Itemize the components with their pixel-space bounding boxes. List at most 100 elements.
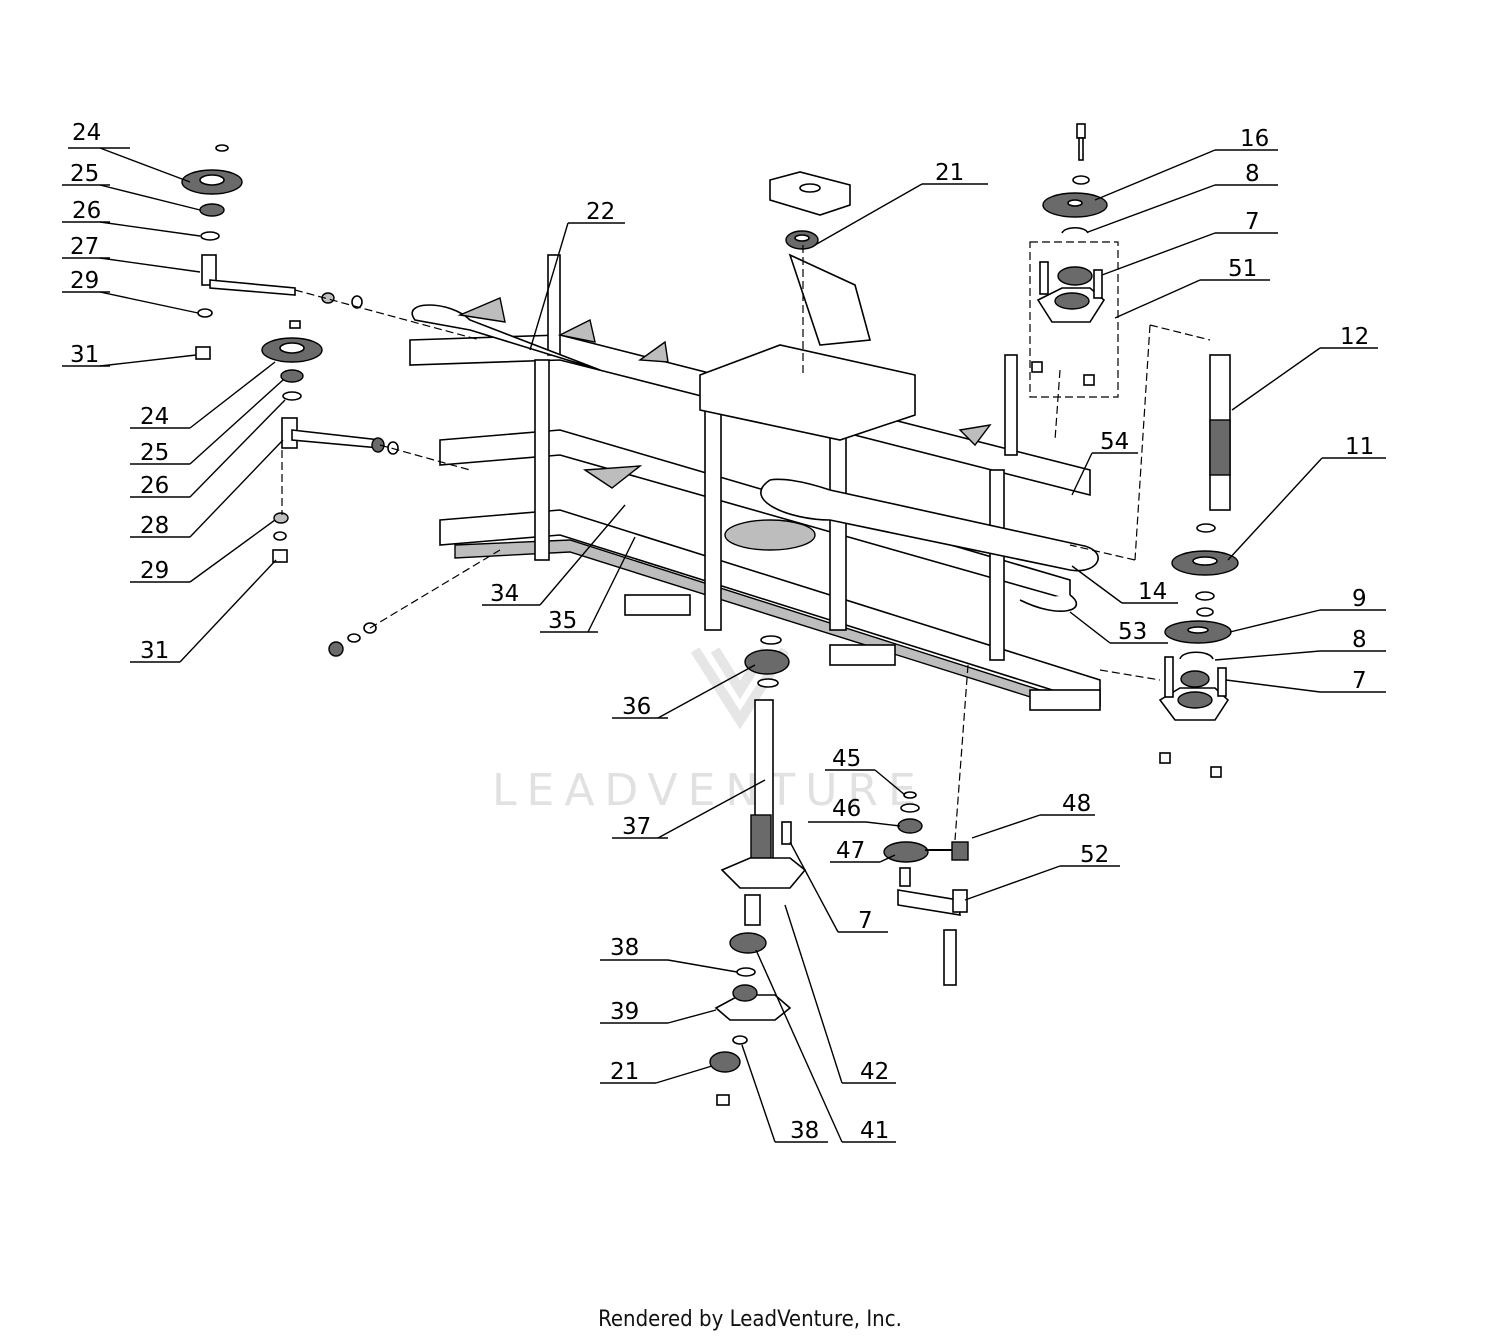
callout-number: 8 [1352,627,1367,653]
callout-38-lower: 38 [741,1044,828,1144]
callout-14: 14 [1071,565,1178,605]
callout-number: 8 [1245,161,1260,187]
callout-number: 21 [935,160,964,186]
callout-21-upper: 21 [814,160,988,246]
callout-number: 7 [1352,668,1367,694]
watermark-text: LEADVENTURE [492,765,926,816]
callout-48: 48 [971,791,1095,839]
callout-number: 16 [1240,126,1269,152]
callout-number: 29 [140,558,169,584]
callout-number: 11 [1345,434,1374,460]
callout-number: 38 [610,935,639,961]
callout-29-lower: 29 [130,519,276,584]
callout-45: 45 [825,746,906,796]
callout-41: 41 [755,949,896,1144]
callout-number: 27 [70,234,99,260]
footer-credit: Rendered by LeadVenture, Inc. [598,1307,902,1332]
callout-53: 53 [1069,611,1168,645]
callout-38-upper: 38 [600,935,738,973]
callout-number: 7 [858,908,873,934]
watermark: LEADVENTURE [492,647,926,816]
callout-29-upper: 29 [62,268,199,314]
callout-26-upper: 26 [62,198,201,237]
callout-number: 26 [72,198,101,224]
bearing-icon [199,203,225,217]
callout-25-lower: 25 [130,379,284,466]
callout-number: 46 [832,796,861,822]
callout-35: 35 [540,536,636,634]
callout-39: 39 [600,999,717,1025]
callout-number: 14 [1138,579,1167,605]
callout-52: 52 [964,842,1120,901]
callout-number: 22 [586,199,615,225]
callout-number: 39 [610,999,639,1025]
callout-26-lower: 26 [130,399,286,499]
callout-number: 31 [70,342,99,368]
callout-number: 29 [70,268,99,294]
callout-24-upper: 24 [68,120,191,183]
callout-number: 31 [140,638,169,664]
callouts: 24 25 26 27 29 31 [62,120,1386,1144]
callout-number: 36 [622,694,651,720]
callout-number: 54 [1100,429,1129,455]
callout-number: 24 [140,404,169,430]
callout-number: 37 [622,814,651,840]
callout-54: 54 [1071,429,1138,496]
callout-number: 34 [490,581,519,607]
crank-arm-assembly [883,791,969,986]
callout-46: 46 [808,796,901,827]
callout-number: 48 [1062,791,1091,817]
callout-31-upper: 31 [62,342,197,368]
callout-number: 24 [72,120,101,146]
callout-11: 11 [1227,434,1386,561]
callout-7-lower: 7 [1225,668,1386,694]
callout-7-upper: 7 [1101,209,1278,276]
callout-number: 7 [1245,209,1260,235]
callout-number: 26 [140,473,169,499]
right-drive-shaft-assembly [1158,354,1239,778]
callout-21-lower: 21 [600,1059,713,1085]
main-frame-assembly [409,253,1101,711]
callout-8-upper: 8 [1087,161,1278,233]
callout-9: 9 [1229,586,1386,633]
callout-8-lower: 8 [1214,627,1386,661]
center-top-bearing [769,171,851,250]
callout-34: 34 [482,504,626,607]
callout-number: 12 [1340,324,1369,350]
callout-number: 41 [860,1118,889,1144]
callout-37: 37 [612,779,766,840]
center-lower-shaft-assembly [709,635,807,1106]
callout-27: 27 [62,234,201,273]
callout-number: 45 [832,746,861,772]
callout-number: 35 [548,608,577,634]
left-lower-drive-assembly [261,320,399,657]
callout-number: 53 [1118,619,1147,645]
callout-25-upper: 25 [62,161,201,211]
callout-24-lower: 24 [130,361,276,430]
callout-22: 22 [529,199,625,351]
callout-number: 38 [790,1118,819,1144]
construction-lines [281,245,1211,841]
callout-28: 28 [130,439,284,539]
callout-7-center: 7 [789,841,888,934]
callout-51: 51 [1114,256,1270,319]
callout-42: 42 [784,904,896,1085]
right-upper-bearing-assembly [1029,123,1119,398]
callout-number: 9 [1352,586,1367,612]
left-upper-drive-assembly [181,144,363,360]
callout-number: 52 [1080,842,1109,868]
callout-12: 12 [1231,324,1378,411]
callout-number: 25 [70,161,99,187]
callout-number: 51 [1228,256,1257,282]
callout-number: 42 [860,1059,889,1085]
callout-number: 47 [836,838,865,864]
callout-36: 36 [612,664,756,720]
callout-16: 16 [1094,126,1278,201]
washer-icon [215,144,229,152]
callout-number: 21 [610,1059,639,1085]
callout-number: 25 [140,440,169,466]
callout-number: 28 [140,513,169,539]
callout-31-lower: 31 [130,559,277,664]
callout-47: 47 [830,838,896,864]
